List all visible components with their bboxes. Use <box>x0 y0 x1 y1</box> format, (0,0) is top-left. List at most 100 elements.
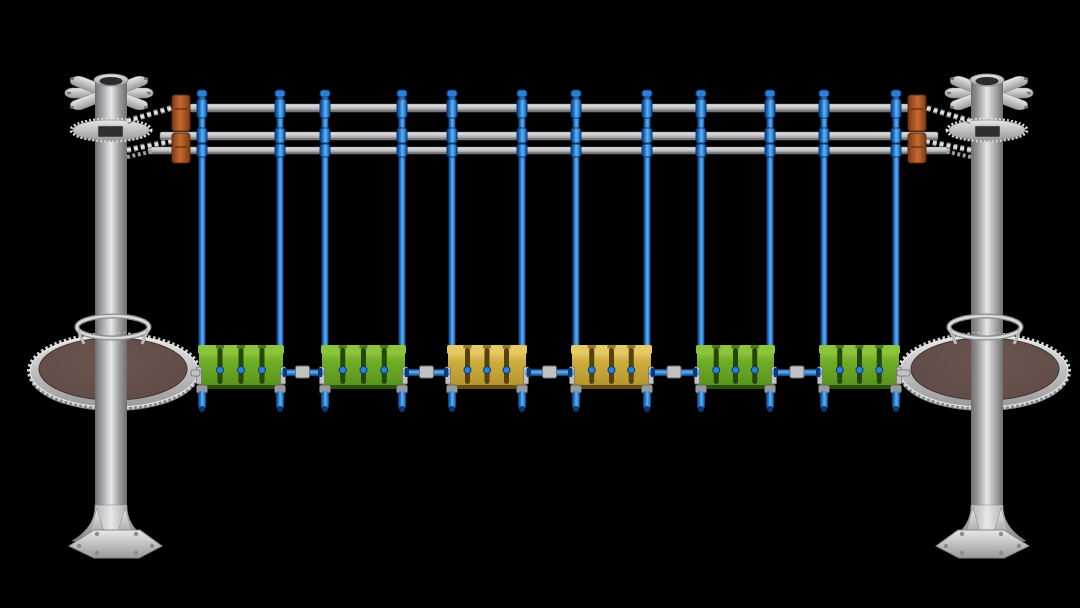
rope-knot-ball <box>731 366 740 374</box>
rope-knot-ball <box>855 366 864 374</box>
rope-knot-ball <box>875 366 884 374</box>
rope-top-knob <box>446 89 458 98</box>
tail-tip <box>277 406 283 412</box>
hanging-ropes <box>196 89 902 348</box>
tail-tip <box>322 406 328 412</box>
rope-top-knob <box>890 89 902 98</box>
rope-ferrule <box>196 143 208 158</box>
rope-ferrule <box>641 98 653 119</box>
rope-knot-ball <box>835 366 844 374</box>
step-platform <box>319 345 408 393</box>
hanging-rope <box>695 89 707 348</box>
tail-tip <box>449 406 455 412</box>
slat-notch <box>216 345 224 349</box>
rope-top-knob <box>570 89 582 98</box>
connector-end-cap <box>527 368 531 377</box>
slat-notch <box>855 345 864 349</box>
step-platform <box>445 345 529 393</box>
rope-ferrule <box>516 127 528 144</box>
platform-shadow <box>201 388 281 393</box>
tail-tip <box>519 406 525 412</box>
rope-ferrule <box>446 143 458 158</box>
slat-notch <box>750 345 759 349</box>
slat-notch <box>502 345 511 349</box>
slat-notch <box>607 345 616 349</box>
tail-tip <box>698 406 704 412</box>
rope-ferrule <box>890 127 902 144</box>
rope-ferrule <box>396 127 408 144</box>
hanging-rope <box>570 89 582 348</box>
rope-tail <box>570 384 582 412</box>
shackle-link <box>666 365 682 379</box>
slat-notch <box>483 345 491 349</box>
tail-tip <box>821 406 827 412</box>
rope-ferrule <box>446 98 458 119</box>
suspension-rails <box>147 103 951 155</box>
slat-notch <box>258 345 266 349</box>
rope-knot-ball <box>712 366 721 374</box>
step-platform <box>817 345 902 393</box>
platform-connectors <box>190 365 911 379</box>
rope-ferrule <box>516 143 528 158</box>
rope-tail <box>641 384 653 412</box>
platform-connector-rope <box>772 365 822 379</box>
platform-bottom-edge <box>820 385 899 389</box>
rope-ferrule <box>319 127 331 144</box>
rope-ferrule <box>641 143 653 158</box>
rope-tails <box>196 384 902 412</box>
rope-knot-ball <box>380 366 389 374</box>
shackle-link <box>789 365 805 379</box>
rope-top-knob <box>396 89 408 98</box>
tail-tip <box>893 406 899 412</box>
connector-end-cap <box>816 368 820 377</box>
rope-ferrule <box>274 98 286 119</box>
rope-ferrule <box>196 127 208 144</box>
rope-ferrule <box>570 143 582 158</box>
rail-shade-line <box>148 152 950 154</box>
rope-top-knob <box>818 89 830 98</box>
disc-link <box>190 369 201 377</box>
rope-ferrule <box>319 143 331 158</box>
rope-ferrule <box>396 98 408 119</box>
hanging-rope <box>196 89 208 348</box>
rope-ferrule <box>516 98 528 119</box>
rope-ferrule <box>446 127 458 144</box>
rope-knot-ball <box>338 366 347 374</box>
tail-tip <box>399 406 405 412</box>
rail-shade-line <box>190 110 910 112</box>
platform-connector-rope <box>649 365 699 379</box>
rope-top-knob <box>695 89 707 98</box>
rope-knot-ball <box>359 366 368 374</box>
rope-tail <box>196 384 208 412</box>
connector-end-cap <box>405 368 409 377</box>
step-platform <box>694 345 777 393</box>
hanging-rope <box>641 89 653 348</box>
platform-bottom-edge <box>199 385 283 389</box>
rope-top-knob <box>274 89 286 98</box>
rope-knot-ball <box>502 366 511 374</box>
rope-tail <box>516 384 528 412</box>
rope-ferrule <box>818 143 830 158</box>
disc-link <box>896 369 911 377</box>
rope-ferrule <box>695 127 707 144</box>
platform-bottom-edge <box>697 385 774 389</box>
rope-tail <box>319 384 331 412</box>
hanging-rope <box>319 89 331 348</box>
rope-tail <box>274 384 286 412</box>
slat-notch <box>338 345 347 349</box>
rope-ferrule <box>641 127 653 144</box>
rope-ferrule <box>764 98 776 119</box>
rope-ferrule <box>396 143 408 158</box>
hanging-rope <box>764 89 776 348</box>
rope-top-knob <box>764 89 776 98</box>
platform-shadow <box>450 388 524 393</box>
slat-notch <box>712 345 721 349</box>
slat-notch <box>627 345 636 349</box>
rope-top-knob <box>516 89 528 98</box>
rope-top-knob <box>641 89 653 98</box>
connector-end-cap <box>568 368 572 377</box>
platform-shadow <box>324 388 403 393</box>
platform-bottom-edge <box>322 385 405 389</box>
